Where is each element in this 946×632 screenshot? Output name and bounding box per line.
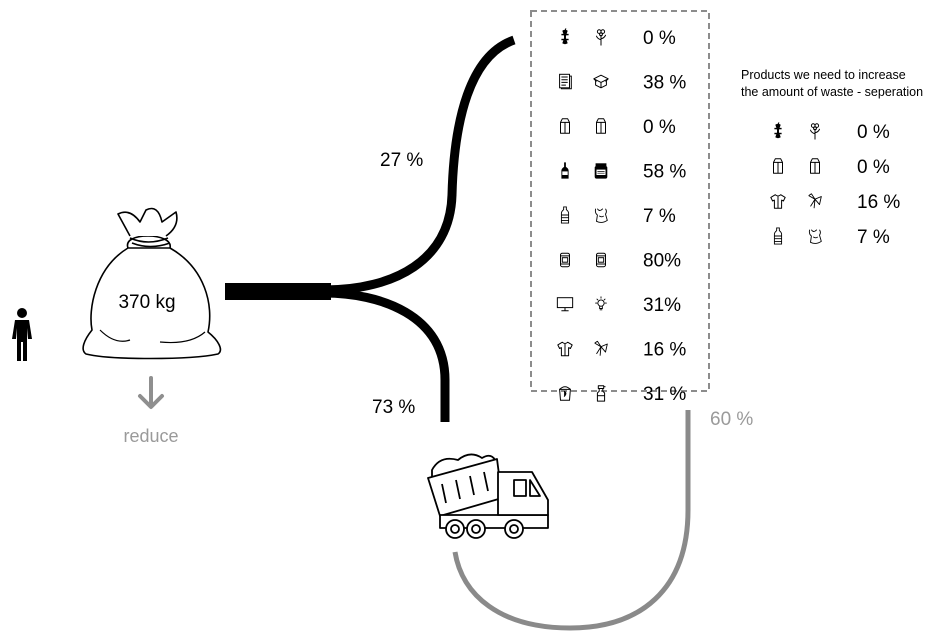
increase-item-value: 0 % (857, 157, 890, 178)
increase-item-row: 7 % (773, 227, 890, 248)
category-row: 38 % (559, 73, 686, 94)
separation-box (530, 10, 710, 392)
plastic-bottle-icon (773, 227, 783, 245)
garbage-bag-icon (82, 207, 222, 360)
category-value: 38 % (643, 73, 686, 94)
total-flow-trunk (225, 283, 331, 300)
flow-lines (225, 35, 691, 631)
category-row: 58 % (561, 162, 686, 183)
reduce-label: reduce (123, 426, 178, 446)
reduce-arrow-icon (138, 376, 164, 409)
flower-icon (810, 123, 820, 140)
category-row: 31 % (559, 384, 686, 405)
textile-scrap-icon (594, 340, 608, 357)
separated-percentage: 27 % (380, 150, 423, 171)
flower-icon (596, 29, 606, 46)
increase-item-row: 16 % (770, 192, 900, 213)
tshirt-icon (557, 341, 573, 357)
return-flow-loop (452, 410, 691, 631)
increase-item-value: 7 % (857, 227, 890, 248)
category-value: 31% (643, 295, 681, 316)
spray-bottle-icon (596, 385, 606, 402)
increase-panel-title-line2: the amount of waste - seperation (741, 85, 923, 99)
category-list: 0 % 38 % 0 % 58 % 7 % 80% 31% 16 % 31 % (556, 28, 686, 405)
category-value: 31 % (643, 384, 686, 405)
residual-flow-branch (323, 288, 450, 422)
milk-carton-icon (560, 118, 570, 134)
juice-carton-icon (596, 118, 606, 134)
metal-can-icon (596, 252, 606, 268)
cardboard-box-icon (593, 74, 609, 89)
juice-carton-icon (810, 158, 820, 174)
return-percentage: 60 % (710, 409, 753, 430)
category-row: 31% (556, 295, 681, 316)
plastic-bag-icon (594, 208, 608, 223)
increase-item-row: 0 % (773, 122, 890, 143)
paint-bucket-icon (559, 386, 571, 401)
separated-flow-branch (323, 35, 516, 295)
category-row: 0 % (560, 117, 676, 138)
increase-panel-title-line1: Products we need to increase (741, 68, 906, 82)
category-row: 0 % (560, 28, 676, 49)
category-row: 7 % (560, 206, 676, 227)
increase-item-row: 0 % (773, 157, 890, 178)
category-value: 0 % (643, 28, 676, 49)
bag-weight-label: 370 kg (118, 292, 175, 313)
tin-can-icon (560, 252, 570, 268)
category-value: 7 % (643, 206, 676, 227)
residual-percentage: 73 % (372, 397, 415, 418)
apple-core-icon (560, 28, 570, 45)
category-value: 58 % (643, 162, 686, 183)
increase-list: 0 % 0 % 16 % 7 % (770, 122, 900, 248)
light-bulb-icon (595, 296, 607, 311)
increase-item-value: 0 % (857, 122, 890, 143)
garbage-truck-icon (427, 453, 549, 539)
wine-bottle-icon (561, 162, 569, 179)
plastic-bag-icon (808, 229, 822, 244)
newspaper-icon (559, 73, 572, 90)
jam-jar-icon (594, 162, 608, 179)
category-value: 80% (643, 251, 681, 272)
category-row: 16 % (557, 340, 686, 361)
textile-scrap-icon (808, 193, 822, 209)
person-icon (12, 308, 32, 361)
monitor-icon (556, 297, 574, 312)
category-row: 80% (560, 251, 681, 272)
category-value: 0 % (643, 117, 676, 138)
category-value: 16 % (643, 340, 686, 361)
apple-core-icon (773, 122, 783, 139)
increase-item-value: 16 % (857, 192, 900, 213)
tshirt-icon (770, 194, 786, 209)
plastic-bottle-icon (560, 206, 570, 224)
milk-carton-icon (773, 158, 783, 174)
